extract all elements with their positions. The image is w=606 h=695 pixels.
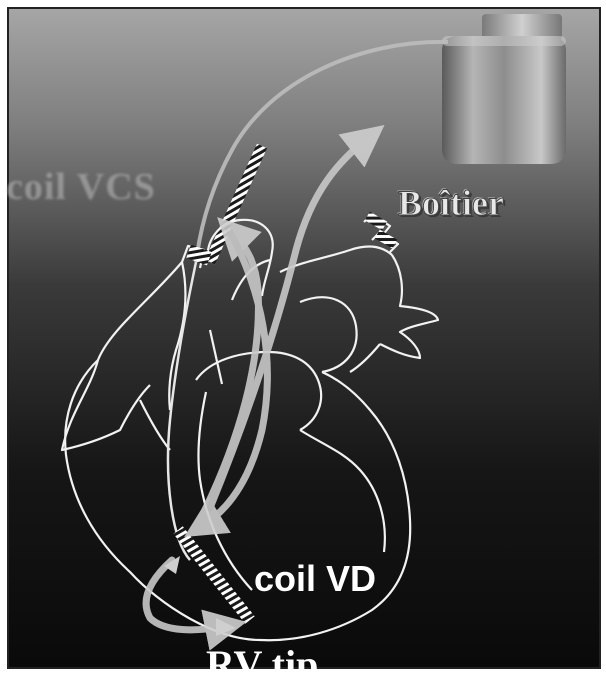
label-boitier: Boîtier <box>398 182 504 224</box>
device-can-icon <box>442 14 566 164</box>
label-rv-tip: RV tip <box>206 641 318 688</box>
label-coil-vd: coil VD <box>254 558 376 600</box>
label-coil-vcs: coil VCS <box>6 165 156 209</box>
